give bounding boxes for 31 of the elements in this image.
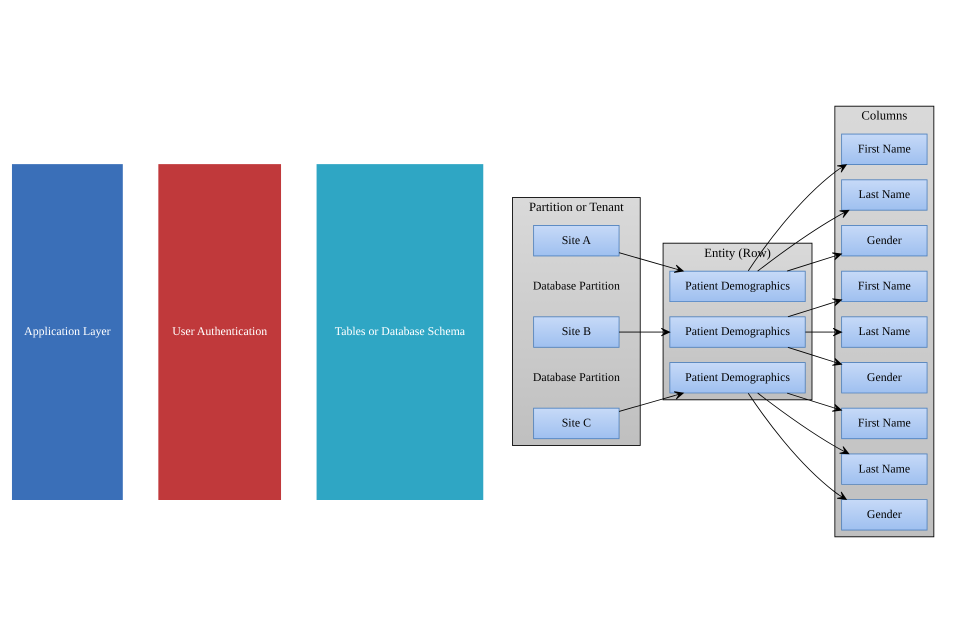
node-box: First Name [841,133,928,164]
node-box: Last Name [841,178,928,210]
arrow [787,298,842,317]
node-box: Application Layer [12,164,123,500]
node-box: Last Name [841,453,928,484]
node-box: Tables or Database Schema [316,164,484,500]
node-box: Gender [841,498,928,530]
arrow [618,327,670,336]
arrow [786,392,842,412]
node-box: User Authentication [158,164,282,500]
arrow [805,327,842,336]
arrow [618,252,684,272]
node-box: Patient Demographics [669,270,806,302]
node-box: Patient Demographics [669,316,806,348]
arrow [757,392,850,454]
arrow [748,392,847,500]
node-box: Gender [841,362,928,393]
arrow [748,164,847,271]
node-box: Last Name [841,316,928,348]
arrow [757,209,850,272]
node-box: Site C [533,407,620,439]
label: Database Partition [532,369,620,384]
node-box: First Name [841,270,928,302]
node-box: Patient Demographics [669,362,806,393]
arrow [618,390,684,412]
node-box: First Name [841,407,928,439]
node-box: Site B [533,316,620,348]
arrow [786,252,842,271]
label: Database Partition [532,278,620,292]
node-box: Site A [533,224,620,256]
node-box: Gender [841,224,928,256]
